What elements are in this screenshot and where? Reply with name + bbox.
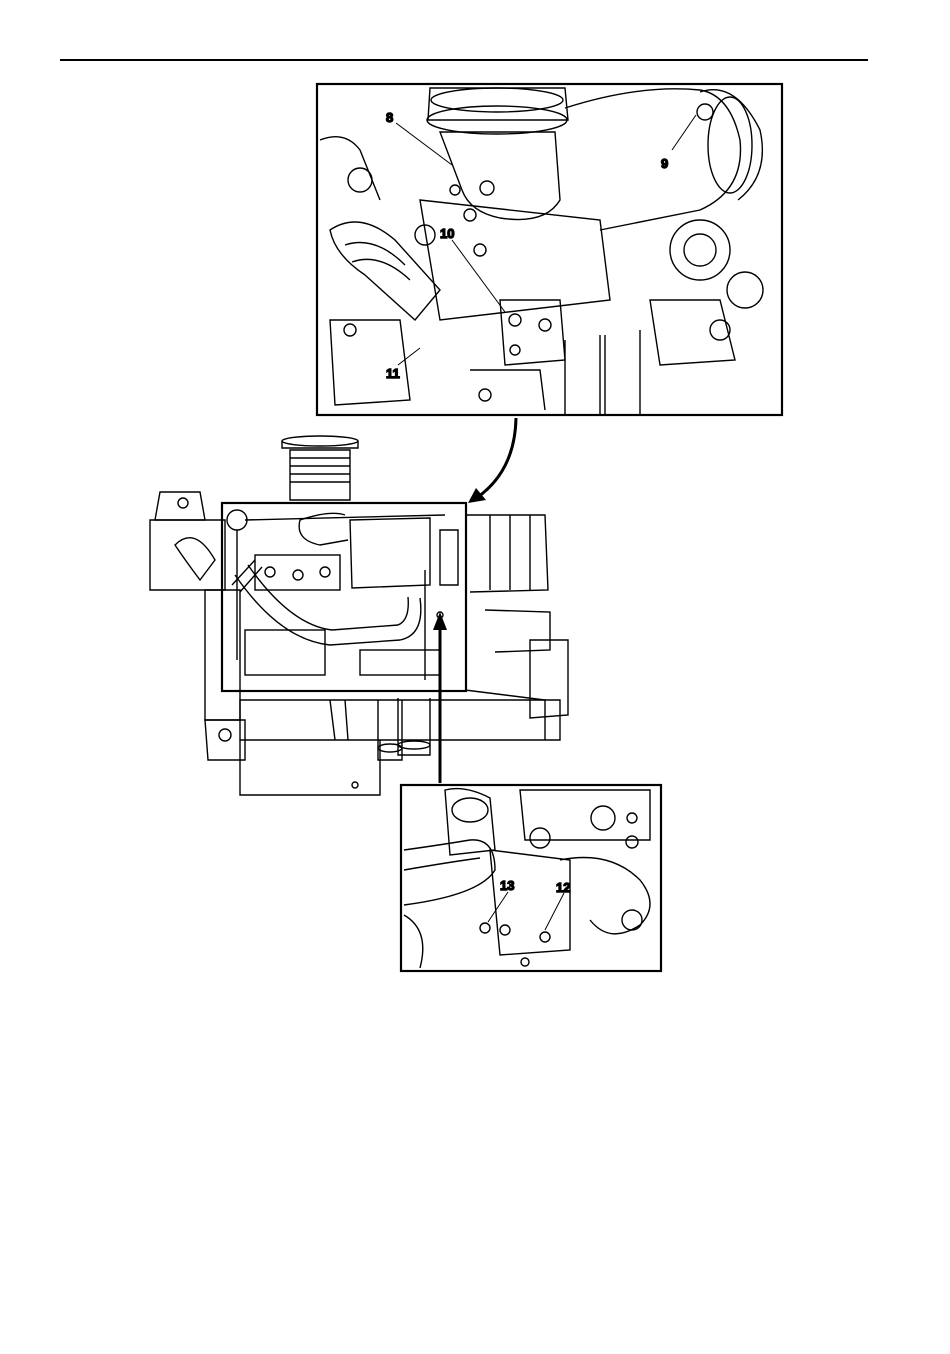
arrow-top-to-main: [468, 418, 516, 503]
main-engine-view: [150, 436, 568, 795]
arrow-bottom-to-main: [433, 612, 447, 783]
main-view-highlight-frame: [222, 503, 466, 691]
callout-8: 8: [386, 110, 393, 125]
callout-9: 9: [661, 156, 668, 171]
callout-13: 13: [500, 878, 514, 893]
callout-12: 12: [556, 880, 570, 895]
bottom-detail-inset: [401, 785, 661, 971]
callout-11: 11: [386, 366, 400, 381]
callout-10: 10: [440, 226, 454, 241]
